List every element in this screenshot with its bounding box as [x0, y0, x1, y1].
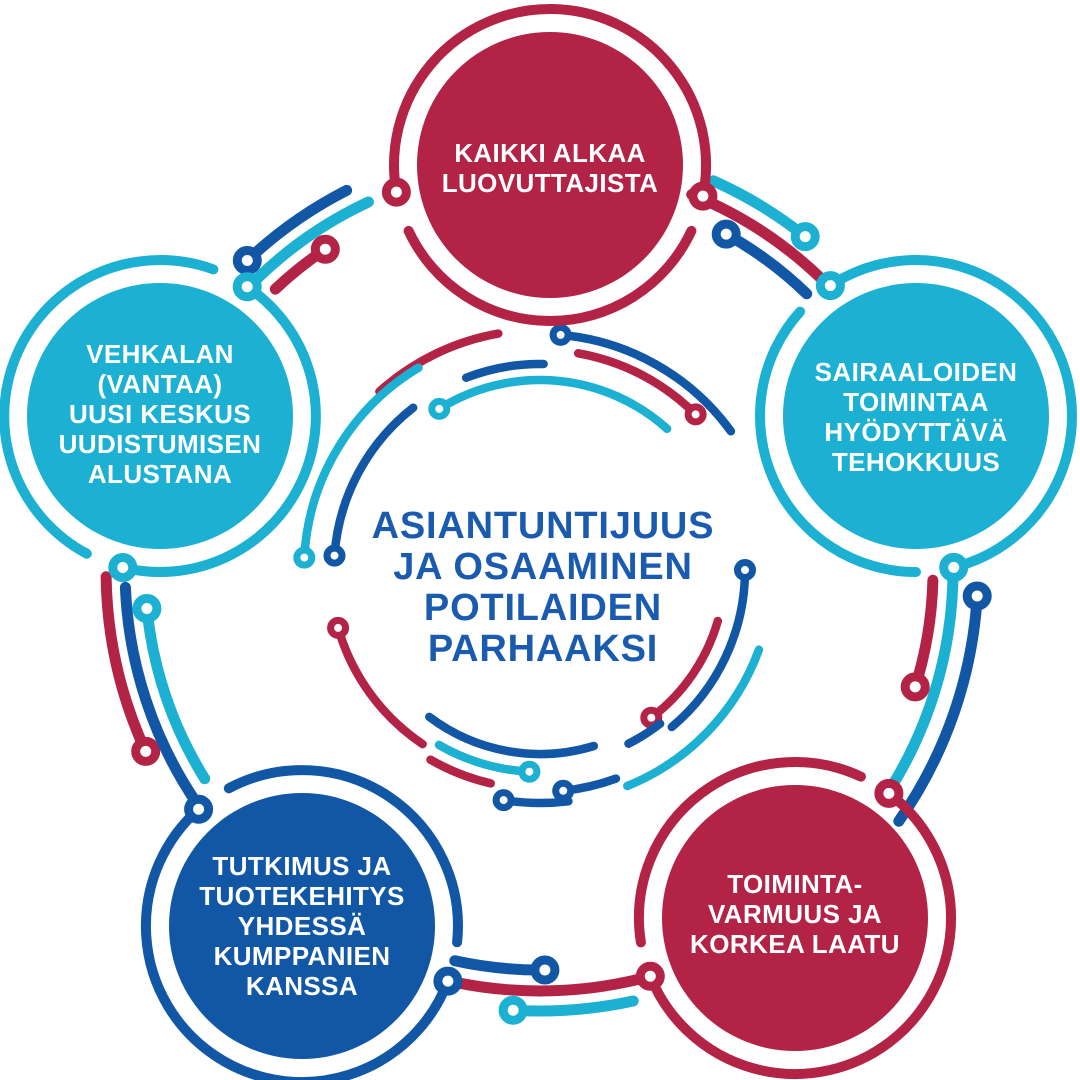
inner-node-dot — [327, 616, 350, 639]
ring-node-dot-research — [184, 794, 214, 824]
node-ring-donors — [403, 225, 697, 326]
node-hospitals — [755, 255, 1077, 582]
node-circle-donors — [417, 32, 683, 298]
node-ring-donors — [389, 4, 712, 202]
node-ring-reliability — [645, 788, 957, 1079]
node-ring-research — [140, 804, 453, 1080]
ring-node-dot-hospitals — [815, 271, 845, 301]
connector-arc — [100, 571, 152, 757]
inner-node-dot — [323, 544, 346, 567]
connector-arc — [119, 581, 203, 810]
node-research — [140, 765, 463, 1080]
connector-node-dot — [131, 736, 161, 766]
connector-arc — [141, 603, 211, 785]
inner-arc — [435, 375, 672, 434]
inner-arc — [333, 623, 427, 749]
node-circle-vehkala — [27, 283, 293, 549]
node-ring-research — [223, 765, 463, 948]
connector-node-dot — [900, 672, 930, 702]
connector-arc — [909, 574, 939, 693]
connector-arc — [880, 554, 959, 801]
inner-node-dot — [549, 323, 572, 346]
inner-node-dot — [428, 397, 451, 420]
node-circle-reliability — [662, 785, 928, 1051]
ring-node-dot-vehkala — [108, 553, 138, 582]
inner-node-dot — [518, 760, 541, 783]
ring-node-dot-reliability — [874, 778, 904, 808]
inner-arc — [330, 403, 418, 560]
node-donors — [381, 4, 718, 326]
node-circle-hospitals — [783, 283, 1049, 549]
inner-arc — [461, 359, 548, 382]
inner-node-dot — [492, 789, 515, 812]
connector-node-dot — [790, 222, 820, 252]
inner-arc — [556, 330, 736, 436]
inner-node-dot — [293, 546, 316, 569]
node-ring-vehkala — [117, 281, 321, 577]
connector-node-dot — [962, 581, 992, 611]
connector-arc — [893, 590, 983, 827]
inner-arc — [426, 755, 495, 788]
ring-node-dot-hospitals — [939, 552, 969, 582]
node-ring-reliability — [634, 757, 866, 948]
node-ring-hospitals — [755, 306, 921, 577]
connector-arc — [507, 995, 639, 1017]
node-reliability — [634, 757, 957, 1079]
node-circle-research — [169, 793, 435, 1059]
connector-node-dot — [498, 995, 528, 1025]
inner-arc — [425, 712, 599, 759]
connector-arc — [452, 971, 653, 997]
connector-node-dot — [711, 219, 741, 249]
inner-node-dot — [552, 779, 575, 802]
node-ring-vehkala — [0, 255, 219, 559]
connector-arc — [244, 196, 374, 292]
connector-node-dot — [530, 955, 560, 985]
inner-arc — [624, 719, 665, 748]
inner-arc — [647, 616, 723, 722]
inner-arc — [300, 363, 423, 562]
inner-arc — [623, 645, 764, 791]
inner-node-dot — [684, 403, 707, 426]
node-ring-hospitals — [825, 255, 1077, 573]
ring-node-dot-reliability — [635, 961, 665, 991]
connector-node-dot — [310, 234, 340, 264]
inner-arc — [573, 349, 700, 419]
ring-node-dot-donors — [381, 177, 411, 207]
inner-arc-ring — [293, 323, 764, 812]
node-vehkala — [0, 255, 321, 582]
connector-node-dot — [132, 594, 162, 623]
connector-node-dot — [232, 246, 262, 275]
ring-node-dot-donors — [688, 181, 718, 211]
connector-arcs — [100, 175, 992, 1025]
ring-node-dot-research — [433, 966, 463, 996]
inner-node-dot — [734, 559, 756, 581]
ring-node-dot-vehkala — [232, 272, 262, 302]
inner-arc — [667, 565, 750, 732]
